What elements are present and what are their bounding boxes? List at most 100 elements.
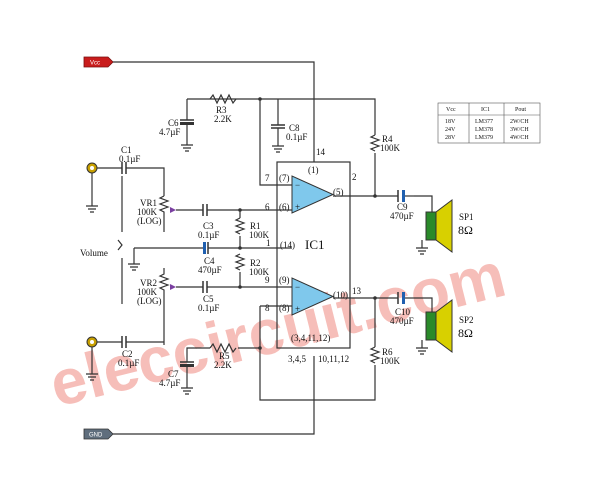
pin-1: 1 [266,238,271,248]
capacitor-c8 [271,124,285,153]
c7-value: 4.7µF [159,378,180,388]
wire-c1-vr1 [126,167,165,196]
pin-inner-5: (5) [333,187,344,197]
pins-gnd-b: 10,11,12 [318,354,349,364]
vr2-wiper-arrow [170,284,176,290]
pin-13: 13 [352,286,362,296]
table-header-ic: IC1 [481,107,490,113]
speaker-sp2 [425,299,453,353]
r3-value: 2.2K [214,114,232,124]
capacitor-c5 [202,281,208,293]
pin-inner-1: (1) [308,165,319,175]
c2-value: 0.1µF [118,358,139,368]
gnd-sp1 [416,247,428,255]
c6-value: 4.7µF [159,127,180,137]
c3-name: C3 [203,221,214,231]
c9-name: C9 [397,202,408,212]
gnd-rail [113,356,315,435]
c5-value: 0.1µF [198,303,219,313]
r3-name: R3 [216,105,227,115]
r4-name: R4 [382,134,393,144]
input-jack-2[interactable] [86,336,98,381]
gnd-sp2 [416,347,428,355]
pin-inner-bottom: (3,4,11,12) [291,333,330,343]
vr2-taper: (LOG) [137,296,162,306]
spec-table: Vcc IC1 Pout 18V LM377 2W/CH 24V LM378 3… [437,102,541,144]
resistor-r1 [234,217,246,235]
sp2-name: SP2 [459,315,474,325]
c4-value: 470µF [198,265,222,275]
gnd-label: GND [89,433,103,439]
pin-inner-7: (7) [279,173,290,183]
c10-name: C10 [395,307,411,317]
vcc-label: Vcc [90,61,100,67]
resistor-r3 [209,93,237,105]
c5-name: C5 [203,294,214,304]
vr1-name: VR1 [140,198,157,208]
resistor-r2 [234,253,246,271]
opamp-upper [291,175,335,214]
capacitor-c4 [203,242,209,254]
potentiometer-vr1[interactable] [158,195,170,232]
svg-text:−: − [295,180,300,190]
table-cell: 4W/CH [510,135,529,141]
input-jack-1[interactable] [86,162,98,213]
capacitor-c7 [180,361,194,395]
volume-bracket [117,176,123,304]
c1-value: 0.1µF [119,154,140,164]
gnd-port: GND [83,428,114,440]
r2-value: 100K [249,267,270,277]
svg-text:+: + [295,202,300,212]
capacitor-c6 [180,119,194,152]
c8-value: 0.1µF [286,132,307,142]
c3-value: 0.1µF [198,230,219,240]
r6-name: R6 [382,347,393,357]
pin-inner-8: (8) [279,303,290,313]
capacitor-c3 [202,204,208,216]
r4-value: 100K [380,143,401,153]
vr2-name: VR2 [140,278,157,288]
pin-9: 9 [265,275,270,285]
vr1-taper: (LOG) [137,216,162,226]
svg-text:+: + [295,304,300,314]
ic1-label: IC1 [305,237,325,252]
c2-name: C2 [122,349,133,359]
wire-r3-pin7 [187,98,292,186]
pins-gnd-a: 3,4,5 [288,354,307,364]
table-cell: 2W/CH [510,119,529,125]
speaker-sp1 [425,199,453,253]
pin-2: 2 [352,172,357,182]
resistor-r6 [369,346,381,364]
c1-name: C1 [121,145,132,155]
potentiometer-vr2[interactable] [158,268,170,345]
c4-name: C4 [204,256,215,266]
pin-inner-10: (10) [333,290,348,300]
sp2-ohm: 8Ω [458,326,473,340]
vr1-wiper-arrow [170,207,176,213]
pin-7: 7 [265,173,270,183]
r2-name: R2 [250,258,261,268]
r1-value: 100K [249,230,270,240]
resistor-r4 [369,134,381,152]
pin-inner-9: (9) [279,275,290,285]
pin-14: 14 [316,147,326,157]
wire-c9-sp1 [414,195,433,212]
table-cell: LM378 [475,127,493,133]
svg-text:−: − [295,282,300,292]
r5-name: R5 [219,351,230,361]
capacitor-c9 [397,190,414,202]
c9-value: 470µF [390,211,414,221]
vr1-value: 100K [137,207,158,217]
sp1-ohm: 8Ω [458,223,473,237]
pin-inner-6: (6) [279,202,290,212]
wire-feedback-top [260,98,376,135]
pin-6: 6 [265,202,270,212]
capacitor-c10 [397,292,414,304]
table-cell: LM379 [475,135,493,141]
wire-r5-c7 [186,347,210,362]
table-cell: 28V [445,135,456,141]
wire-feedback-bottom [259,348,376,401]
c7-name: C7 [168,369,179,379]
